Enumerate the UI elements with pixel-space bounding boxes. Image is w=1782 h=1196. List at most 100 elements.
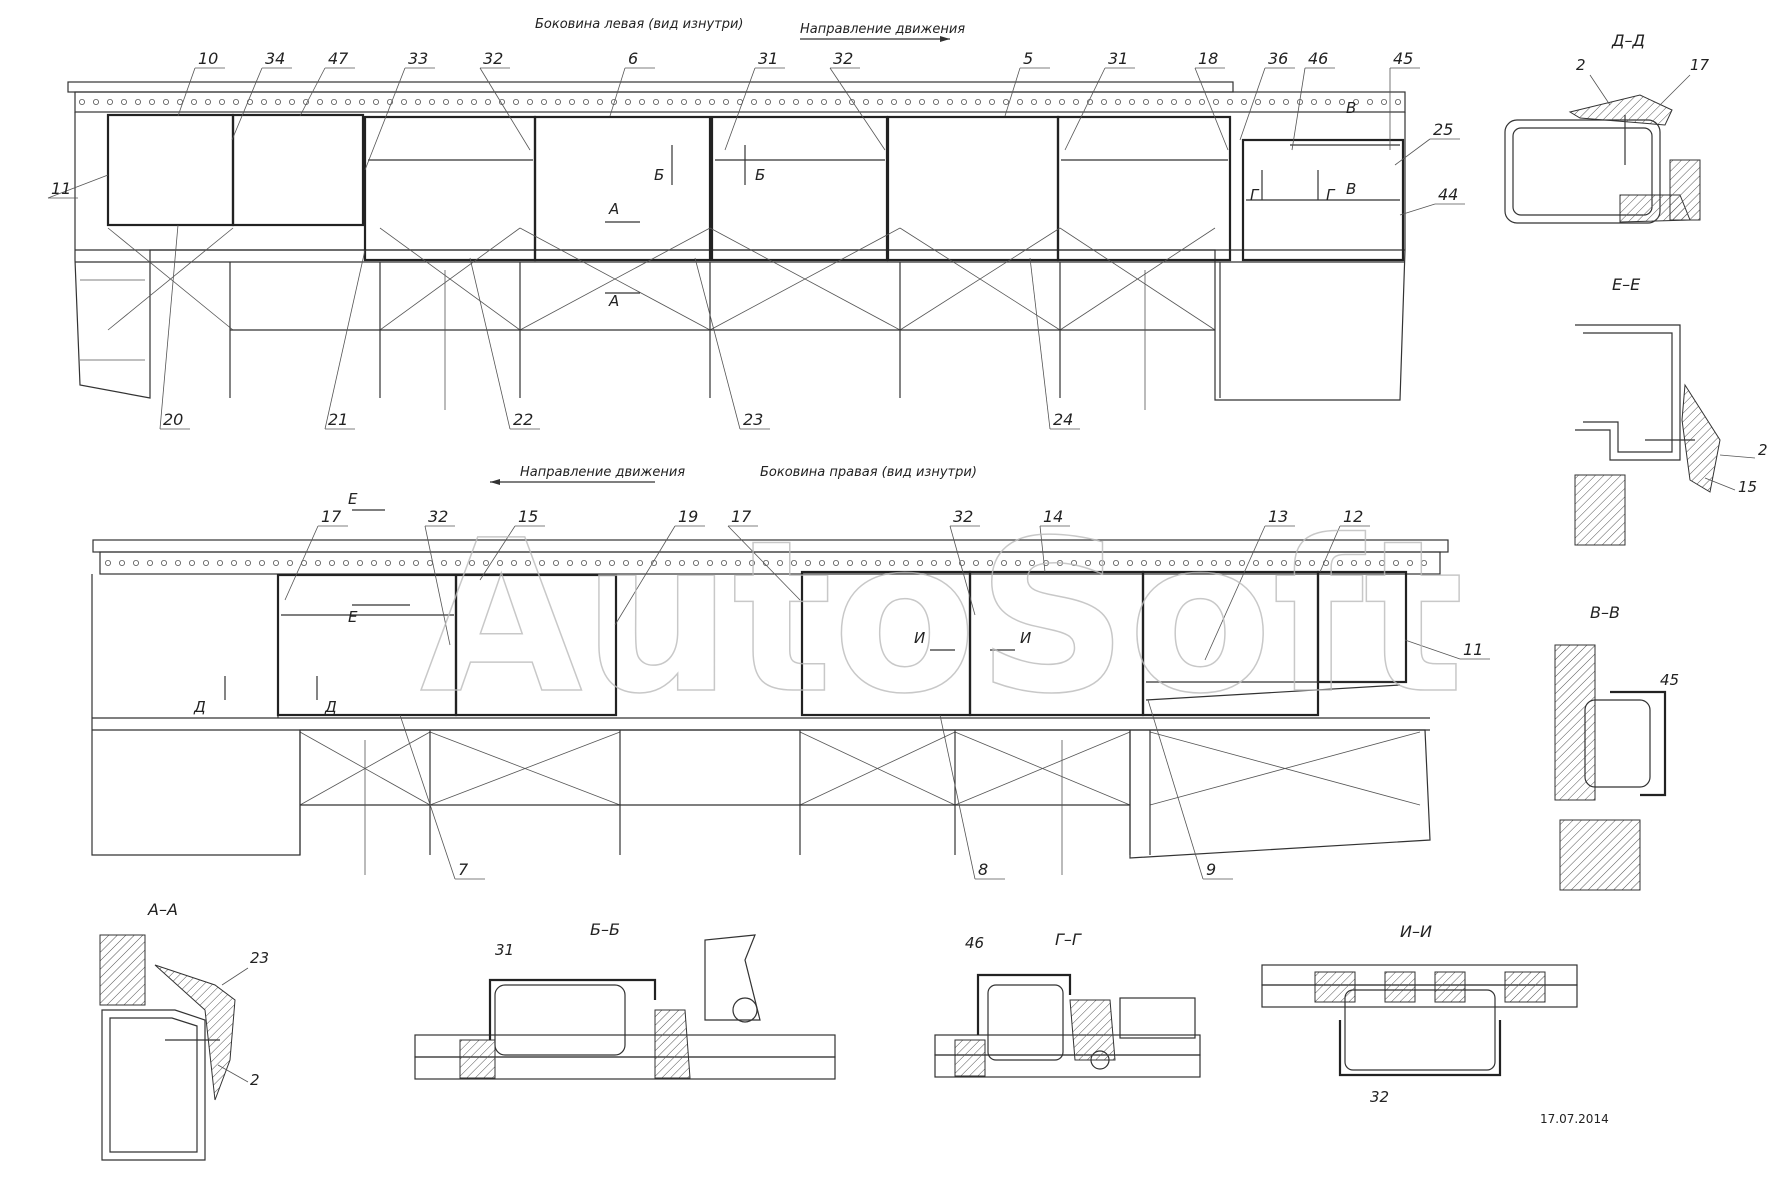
callout-number: 25 [1433,120,1453,139]
rivet-dot [707,560,714,567]
rivet-dot [1101,99,1108,106]
rivet-dot [286,560,293,567]
callout-number: 14 [1043,507,1063,526]
section-gg-callout-46: 46 [965,934,984,952]
callout-leader [1194,67,1229,151]
section-gg: Г–Г 46 [934,930,1201,1078]
cut-mark-b-left: Б [654,166,664,184]
callout-number: 5 [1023,49,1033,68]
rivet-dot [735,560,742,567]
rivet-dot [625,99,632,106]
callout-leader [1394,138,1431,166]
cut-mark-b-right: Б [755,166,765,184]
rivet-dot [1283,99,1290,106]
rivet-dot [807,99,814,106]
callout-leader [1039,525,1046,573]
rivet-dot [1099,560,1106,567]
rivet-dot [132,560,139,567]
rivet-dot [232,99,239,106]
callout-number: 19 [678,507,698,526]
callout-number: 22 [513,410,533,429]
rivet-dot [176,99,183,106]
callout-leader [829,67,886,151]
rivet-dot [356,560,363,567]
rivet-dot [819,560,826,567]
section-aa: А–А 23 2 [99,900,269,1161]
rivet-dot [107,99,114,106]
rivet-dot [260,99,267,106]
rivet-dot [1255,99,1262,106]
rivet-dot [569,99,576,106]
callout-leader [469,257,511,430]
cut-mark-d-right: Д [324,698,337,716]
truss-brace [1059,227,1216,331]
rivet-dot [973,560,980,567]
right-cut-marks: Е Е Д Д И И [193,490,1031,716]
section-vv-title: В–В [1590,603,1620,622]
rivet-dot [1113,560,1120,567]
rivet-dot [202,560,209,567]
section-ee: Е–Е 2 15 [1574,275,1768,546]
rivet-dot [216,560,223,567]
rivet-dot [1169,560,1176,567]
rivet-dot [272,560,279,567]
rivet-dot [1157,99,1164,106]
rivet-dot [1381,99,1388,106]
rivet-dot [342,560,349,567]
rivet-dot [989,99,996,106]
rivet-dot [1379,560,1386,567]
rivet-dot [1141,560,1148,567]
rivet-dot [372,99,379,106]
rivet-dot [1197,560,1204,567]
rivet-dot [442,99,449,106]
rivet-dot [1073,99,1080,106]
rivet-dot [525,560,532,567]
rivet-dot [611,99,618,106]
rivet-dot [679,560,686,567]
rivet-dot [146,560,153,567]
callout-number: 13 [1268,507,1288,526]
rivet-dot [1183,560,1190,567]
callout-number: 32 [428,507,448,526]
rivet-dot [1367,99,1374,106]
rivet-dot [847,560,854,567]
rivet-dot [749,560,756,567]
callout-number: 33 [408,49,428,68]
rivet-dot [539,560,546,567]
callout-number: 11 [1463,640,1483,659]
callout-number: 18 [1198,49,1218,68]
callout-leader [284,525,319,601]
rivet-dot [541,99,548,106]
rivet-dot [162,99,169,106]
callout-number: 12 [1343,507,1363,526]
rivet-dot [1421,560,1428,567]
rivet-dot [1017,99,1024,106]
callout-leader [299,67,326,117]
rivet-dot [777,560,784,567]
rivet-dot [134,99,141,106]
callout-leader [724,67,756,151]
rivet-dot [484,99,491,106]
truss-brace [429,731,621,806]
rivet-dot [370,560,377,567]
rivet-dot [917,560,924,567]
section-bb-title: Б–Б [590,920,620,939]
rivet-dot [931,560,938,567]
rivet-dot [1211,560,1218,567]
rivet-dot [456,99,463,106]
rivet-dot [765,99,772,106]
cut-mark-a-top: А [608,200,619,218]
rivet-dot [877,99,884,106]
section-aa-callout-2: 2 [250,1071,260,1089]
cut-mark-g-left: Г [1250,186,1260,204]
cut-mark-e-bottom: Е [348,608,358,626]
rivet-dot [623,560,630,567]
rivet-dot [1029,560,1036,567]
right-view-direction: Направление движения [520,465,685,480]
callout-leader [1147,699,1204,880]
rivet-dot [695,99,702,106]
truss-brace [519,227,711,331]
callout-number: 17 [731,507,752,526]
rivet-dot [1227,99,1234,106]
rivet-dot [93,99,100,106]
